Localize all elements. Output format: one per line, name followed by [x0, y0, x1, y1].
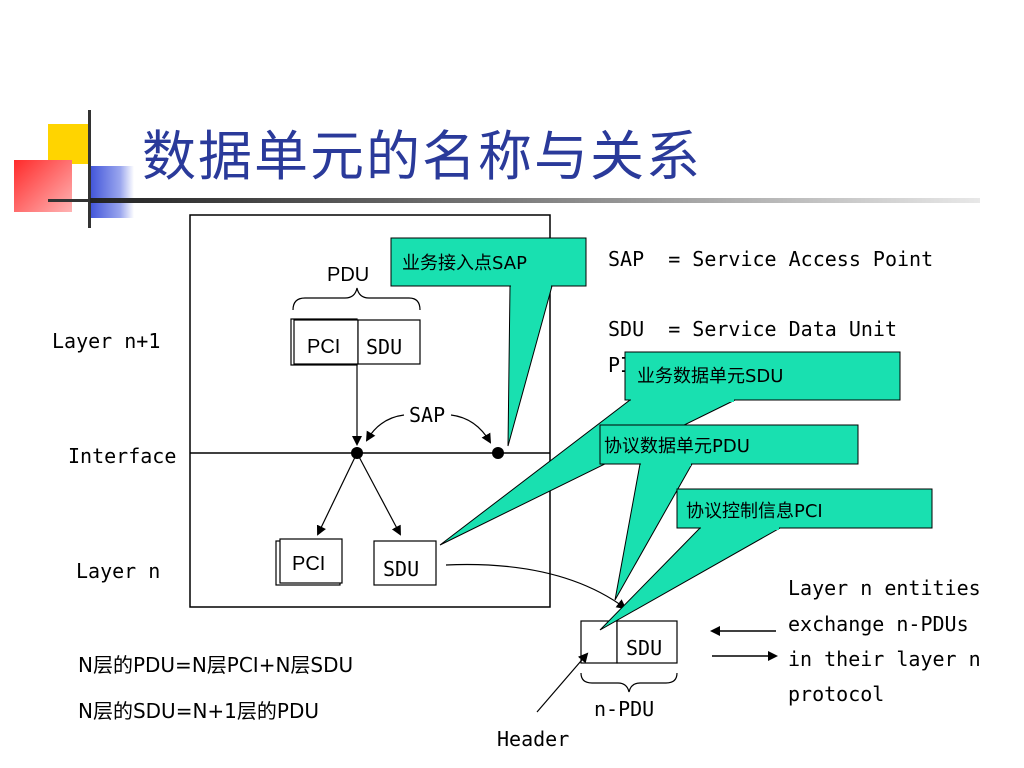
deco-red-square: [14, 160, 72, 212]
slide-title: 数据单元的名称与关系: [142, 125, 702, 188]
sap-dot-right: [492, 447, 504, 459]
deco-vertical-line: [88, 110, 91, 228]
pci-bottom-box: [279, 538, 343, 584]
callout-pci-box: [676, 488, 933, 529]
callout-sdu-text: 业务数据单元SDU: [637, 366, 783, 387]
layer-n1-label: Layer n+1: [52, 329, 160, 353]
sap-curve-left: [365, 414, 405, 442]
exchange-line-1: Layer n entities: [788, 576, 981, 600]
sdu-bottom-box: [373, 540, 437, 586]
callout-pci-text: 协议控制信息PCI: [686, 501, 823, 522]
header-label: Header: [497, 727, 569, 751]
npdu-label: n-PDU: [594, 697, 654, 721]
callout-sap-box: [390, 237, 587, 287]
npdu-header-box: [580, 620, 618, 664]
npdu-sdu-box: [616, 620, 678, 664]
exchange-line-4: protocol: [788, 682, 884, 706]
callout-sdu-box: [624, 351, 901, 401]
layer-n-label: Layer n: [76, 559, 160, 583]
definition-sap: SAP = Service Access Point: [608, 247, 933, 271]
interface-label: Interface: [68, 444, 176, 468]
callout-sdu-seam: [631, 398, 734, 402]
sdu-top-label: SDU: [366, 335, 402, 359]
pci-top-label: PCI: [307, 336, 340, 358]
sdu-top-box: [357, 319, 421, 365]
npdu-brace: [580, 672, 678, 693]
callout-pci-seam: [701, 526, 779, 530]
title-underline: [90, 198, 980, 203]
callout-pdu-seam: [641, 462, 691, 466]
formula-pdu: N层的PDU=N层PCI+N层SDU: [78, 653, 353, 677]
sdu-bottom-label: SDU: [383, 557, 419, 581]
deco-blue-square: [88, 166, 134, 218]
pdu-brace: [292, 287, 421, 311]
formula-sdu: N层的SDU=N+1层的PDU: [78, 699, 319, 723]
header-arrow: [536, 652, 589, 713]
sap-label: SAP: [409, 403, 445, 427]
pci-bottom-label: PCI: [292, 553, 325, 575]
callout-sap-seam: [511, 284, 551, 288]
exchange-line-3: in their layer n: [788, 647, 981, 671]
definition-sdu: SDU = Service Data Unit: [608, 317, 897, 341]
npdu-sdu-label: SDU: [626, 636, 662, 660]
callout-pdu-box: [599, 424, 859, 465]
deco-yellow-square: [48, 124, 88, 164]
arrow-to-pci: [316, 452, 358, 536]
callout-sap-tail: [507, 285, 553, 447]
layer-frame: [189, 214, 551, 608]
exchange-line-2: exchange n-PDUs: [788, 612, 969, 636]
arrow-to-sdu: [356, 452, 401, 536]
pdu-top-label: PDU: [327, 264, 369, 286]
slide-decoration: [0, 0, 140, 230]
sap-curve-right: [450, 414, 492, 444]
callout-sap-text: 业务接入点SAP: [402, 253, 527, 274]
sdu-to-npdu-curve: [445, 563, 627, 610]
callout-pdu-text: 协议数据单元PDU: [604, 436, 750, 457]
